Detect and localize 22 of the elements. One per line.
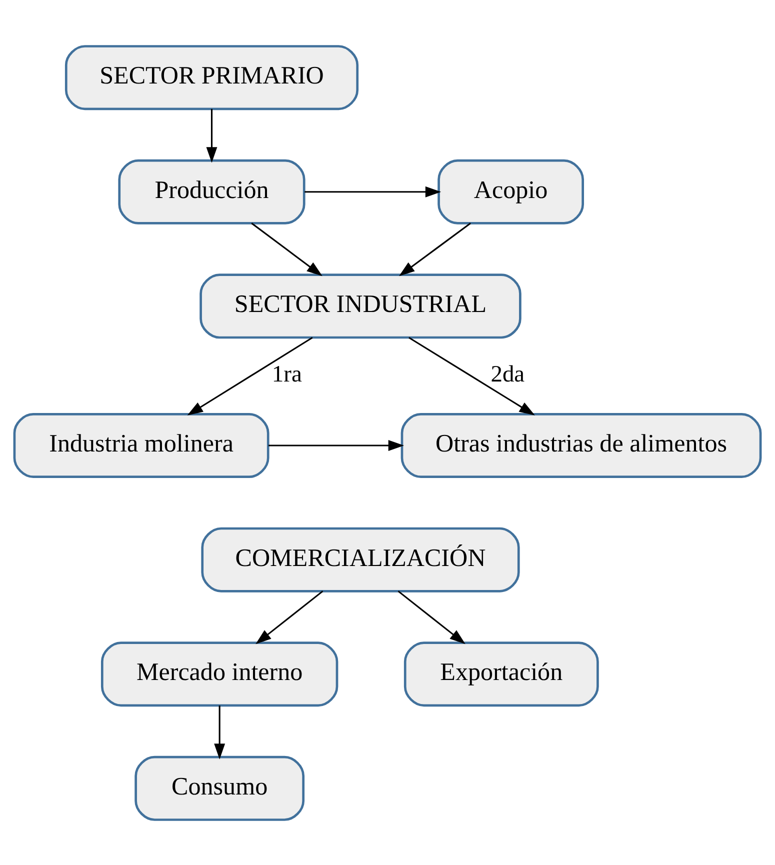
node-box: Otras industrias de alimentos	[400, 412, 762, 478]
node-box: SECTOR PRIMARIO	[64, 44, 359, 110]
arrow	[187, 336, 313, 415]
arrow	[398, 222, 471, 276]
arrow	[268, 440, 404, 451]
arrow	[206, 108, 218, 162]
edge-label: 1ra	[272, 360, 302, 387]
arrow	[214, 704, 226, 759]
arrow	[398, 590, 466, 644]
arrow	[408, 336, 535, 415]
node-box: COMERCIALIZACIÓN	[201, 526, 520, 592]
node-box: Mercado interno	[100, 641, 338, 706]
arrow	[304, 186, 442, 197]
arrow	[251, 222, 322, 276]
arrow	[256, 590, 324, 644]
node-box: Exportación	[404, 641, 599, 706]
node-box: Consumo	[134, 755, 305, 820]
edge-label: 2da	[490, 360, 525, 387]
node-box: Industria molinera	[13, 412, 270, 478]
node-box: Acopio	[438, 158, 584, 224]
node-box: SECTOR INDUSTRIAL	[200, 273, 522, 338]
node-box: Producción	[118, 158, 306, 224]
